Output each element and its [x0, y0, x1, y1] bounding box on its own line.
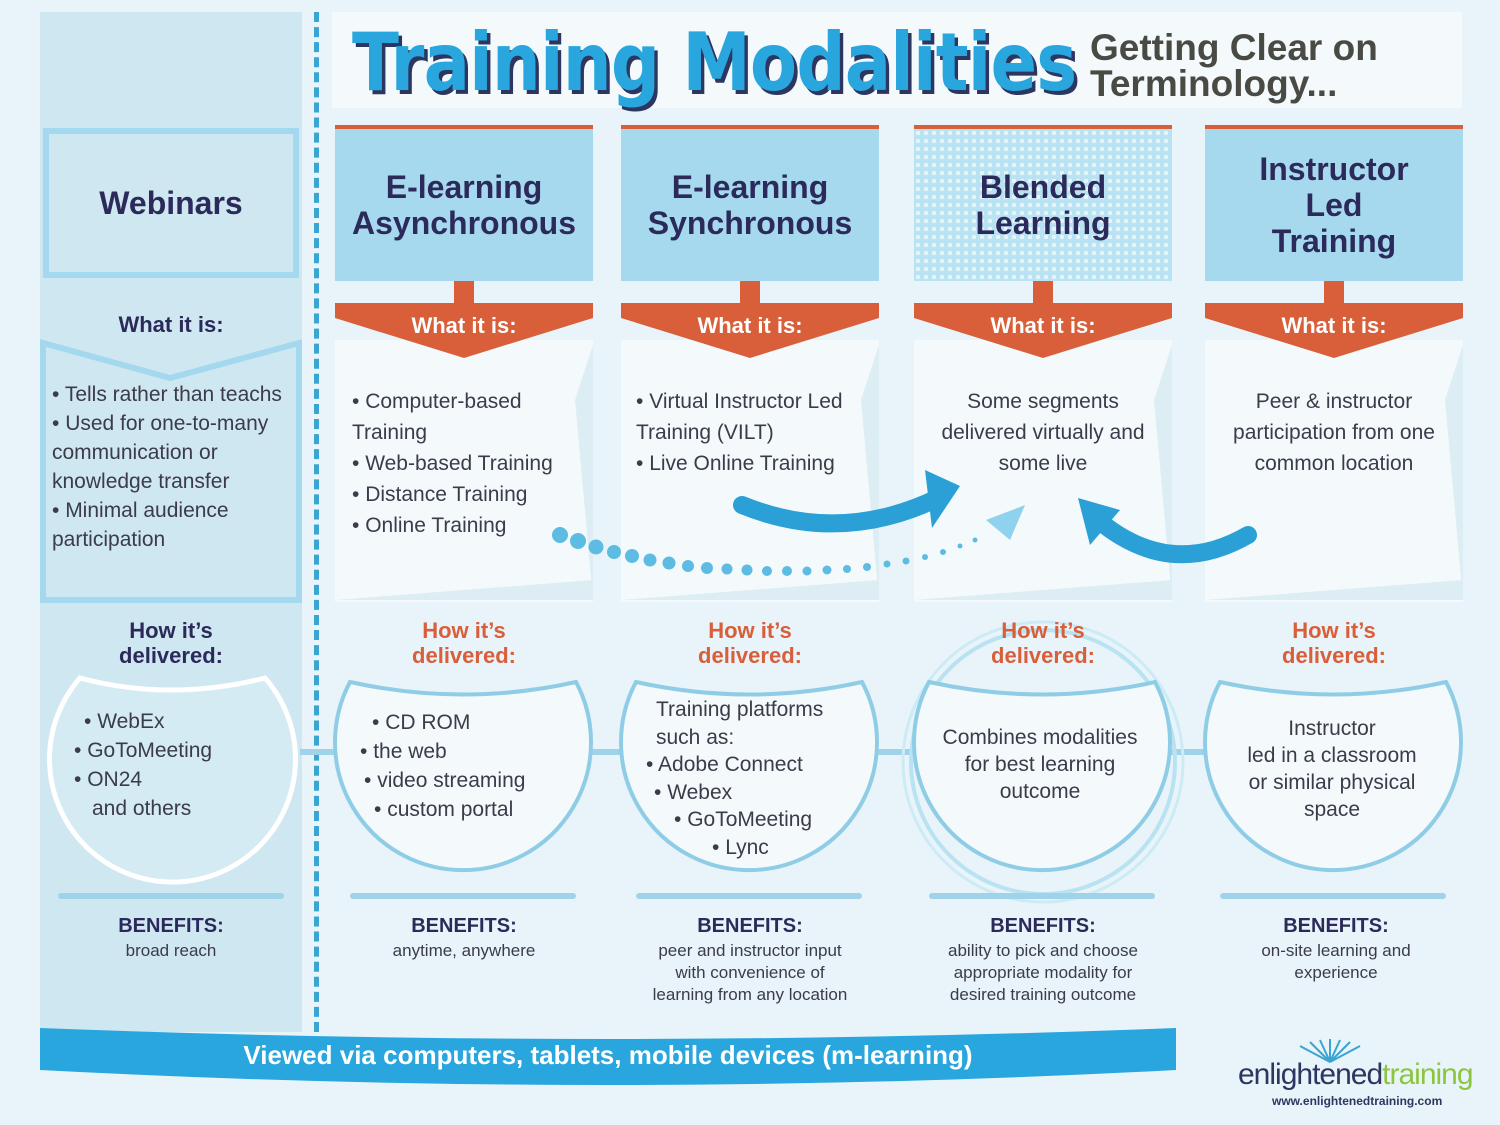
benefits-label: BENEFITS:	[1283, 915, 1389, 937]
benefits-text: peer and instructor input with convenien…	[652, 941, 848, 1004]
list-item: Computer-based Training	[352, 386, 577, 448]
blended-what-text: Some segments delivered virtually and so…	[941, 390, 1145, 475]
webinar-what-label: What it is:	[118, 312, 224, 337]
connector-stem	[1033, 281, 1053, 303]
benefits-label: BENEFITS:	[990, 915, 1096, 937]
how-label: How it’s delivered:	[412, 618, 516, 668]
elearning-sync-header: E-learning Synchronous	[621, 125, 879, 281]
arrow-sync-to-blended	[733, 489, 947, 533]
instructor-led-header: Instructor Led Training	[1205, 125, 1463, 281]
benefits-label: BENEFITS:	[118, 915, 224, 937]
what-label: What it is:	[990, 313, 1096, 338]
webinar-how-label: How it’s delivered:	[119, 618, 223, 668]
list-item: CD ROM	[360, 708, 570, 737]
list-item: Minimal audience participation	[52, 496, 296, 554]
sync-delivery-list: Training platforms such as: Adobe Connec…	[646, 696, 856, 861]
logo-word-enlightened: enlightened	[1238, 1058, 1383, 1091]
list-item: the web	[360, 737, 570, 766]
dotted-arrow-async-to-blended	[552, 527, 978, 576]
benefits-text: anytime, anywhere	[392, 941, 536, 960]
list-item: ON24	[74, 765, 274, 794]
what-banner	[914, 303, 1172, 358]
connector-stem	[454, 281, 474, 303]
what-label: What it is:	[1281, 313, 1387, 338]
elearning-async-header: E-learning Asynchronous	[335, 125, 593, 281]
list-item: Webex	[646, 779, 856, 807]
list-item: Adobe Connect	[646, 751, 856, 779]
list-item: custom portal	[360, 795, 570, 824]
list-item: Lync	[646, 834, 856, 862]
instructor-led-panel	[1205, 340, 1463, 602]
what-banner	[621, 303, 879, 358]
logo-url: www.enlightenedtraining.com	[1272, 1094, 1443, 1108]
list-item: Distance Training	[352, 479, 577, 510]
what-banner	[1205, 303, 1463, 358]
dashed-divider	[314, 12, 319, 1032]
delivery-circle	[1203, 679, 1463, 873]
logo: enlightenedtraining	[1238, 1058, 1474, 1092]
sync-what-list: Virtual Instructor Led Training (VILT) L…	[636, 386, 868, 479]
connector-stem	[1324, 281, 1344, 303]
what-label: What it is:	[697, 313, 803, 338]
arrow-ilt-to-blended	[1089, 511, 1257, 564]
list-item: and others	[92, 797, 192, 820]
benefits-label: BENEFITS:	[697, 915, 803, 937]
what-label: What it is:	[411, 313, 517, 338]
page-subtitle: Getting Clear on Terminology...	[1090, 27, 1378, 104]
how-label: How it’s delivered:	[1282, 618, 1386, 668]
ilt-what-text: Peer & instructor participation from one…	[1233, 390, 1435, 475]
bottom-banner-text: Viewed via computers, tablets, mobile de…	[243, 1040, 973, 1070]
list-item: Tells rather than teachs	[52, 380, 296, 409]
async-what-list: Computer-based Training Web-based Traini…	[352, 386, 577, 541]
page-title: Training Modalities	[352, 16, 1077, 109]
webinar-delivery-list: WebEx GoToMeeting ON24 and others	[74, 707, 274, 823]
list-item: Used for one-to-many communication or kn…	[52, 409, 296, 496]
what-banner	[335, 303, 593, 358]
list-item: Virtual Instructor Led Training (VILT)	[636, 386, 868, 448]
list-item: WebEx	[74, 707, 274, 736]
ilt-delivery-text: Instructor led in a classroom or similar…	[1247, 717, 1417, 821]
webinar-what-list: Tells rather than teachs Used for one-to…	[52, 380, 296, 554]
list-item: Live Online Training	[636, 448, 868, 479]
list-item: GoToMeeting	[74, 736, 274, 765]
async-delivery-list: CD ROM the web video streaming custom po…	[360, 708, 570, 824]
blended-learning-header: Blended Learning	[914, 125, 1172, 281]
list-item: Web-based Training	[352, 448, 577, 479]
list-item: Online Training	[352, 510, 577, 541]
logo-sunburst-icon	[1299, 1039, 1361, 1063]
list-item: GoToMeeting	[646, 806, 856, 834]
connector-stem	[740, 281, 760, 303]
list-item: video streaming	[360, 766, 570, 795]
how-label: How it’s delivered:	[991, 618, 1095, 668]
benefits-text: ability to pick and choose appropriate m…	[948, 941, 1138, 1004]
blended-panel	[914, 340, 1172, 602]
blended-delivery-text: Combines modalities for best learning ou…	[942, 726, 1138, 803]
logo-word-training: training	[1382, 1058, 1473, 1091]
benefits-label: BENEFITS:	[411, 915, 517, 937]
bottom-banner	[40, 1028, 1176, 1085]
delivery-intro: Training platforms such as:	[656, 698, 824, 749]
benefits-text: on-site learning and experience	[1261, 941, 1411, 982]
webinars-header: Webinars	[43, 128, 299, 278]
how-label: How it’s delivered:	[698, 618, 802, 668]
benefits-text: broad reach	[125, 941, 217, 960]
delivery-circle	[912, 679, 1172, 873]
title-band	[332, 12, 1462, 108]
